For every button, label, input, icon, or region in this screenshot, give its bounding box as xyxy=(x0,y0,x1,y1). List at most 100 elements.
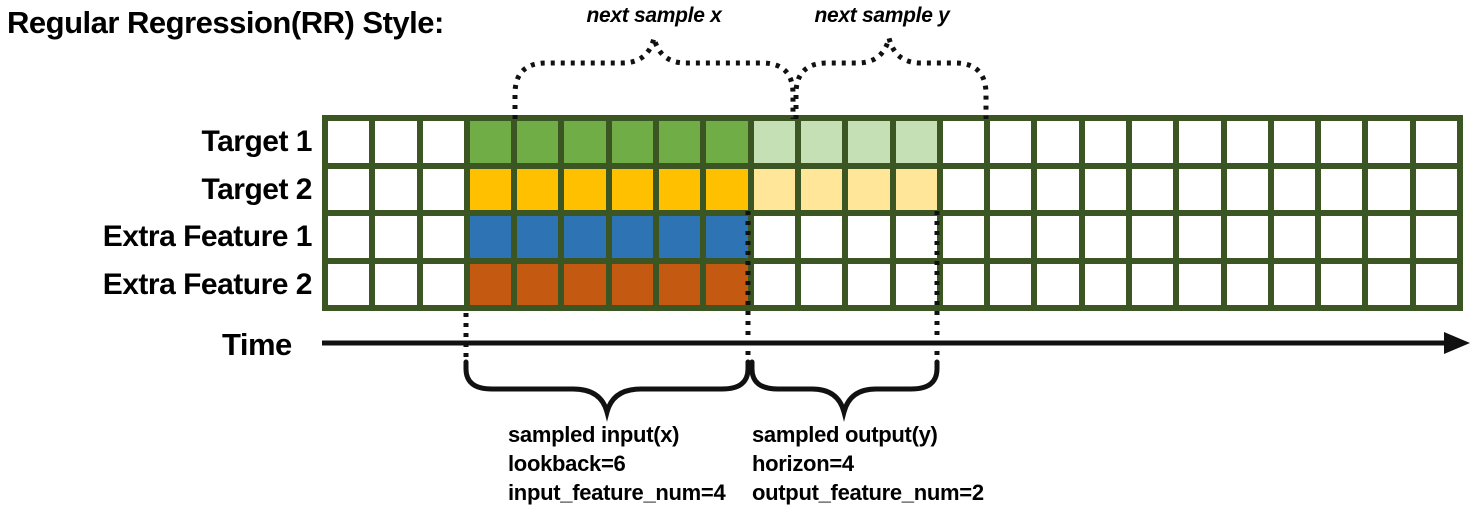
grid-cell xyxy=(1084,263,1126,305)
grid-cell xyxy=(1131,168,1174,210)
grid-cell xyxy=(800,263,843,305)
grid-cell xyxy=(564,263,606,305)
grid-cell xyxy=(942,263,985,305)
grid-cell xyxy=(1037,121,1079,163)
grid-cell xyxy=(1368,216,1410,258)
grid-cell xyxy=(800,121,843,163)
grid-cell xyxy=(659,121,701,163)
grid-cell xyxy=(990,263,1032,305)
grid-cell xyxy=(1273,263,1316,305)
grid-cell xyxy=(753,168,795,210)
grid-cell xyxy=(422,216,464,258)
grid-cell xyxy=(1084,121,1126,163)
grid-cell xyxy=(611,121,654,163)
grid-cell xyxy=(1226,216,1268,258)
grid-cell xyxy=(800,168,843,210)
grid-cell xyxy=(375,168,417,210)
grid-cell xyxy=(895,121,937,163)
grid-cell xyxy=(895,168,937,210)
grid-cell xyxy=(375,121,417,163)
sampled-output-brace xyxy=(749,359,940,422)
grid-cell xyxy=(1321,168,1363,210)
input-feature-num-value: input_feature_num=4 xyxy=(508,480,726,505)
grid-cell xyxy=(469,216,512,258)
grid-cell xyxy=(895,216,937,258)
grid-cell xyxy=(848,168,890,210)
grid-cell xyxy=(517,216,559,258)
sampled-input-brace xyxy=(463,359,751,422)
grid-cell xyxy=(1273,168,1316,210)
grid-cell xyxy=(1179,121,1221,163)
page-title: Regular Regression(RR) Style: xyxy=(7,5,444,40)
grid-cell xyxy=(942,168,985,210)
grid-cell xyxy=(1273,216,1316,258)
grid-cell xyxy=(517,263,559,305)
time-axis-arrowhead xyxy=(1444,332,1470,354)
grid-cell xyxy=(659,168,701,210)
grid-cell xyxy=(375,263,417,305)
grid xyxy=(322,115,1463,311)
output-feature-num-value: output_feature_num=2 xyxy=(752,480,984,505)
grid-cell xyxy=(706,121,748,163)
grid-cell xyxy=(1084,168,1126,210)
grid-cell xyxy=(706,263,748,305)
grid-cell xyxy=(328,168,370,210)
grid-cell xyxy=(1226,263,1268,305)
next-sample-x-label: next sample x xyxy=(586,4,722,27)
grid-cell xyxy=(517,168,559,210)
grid-cell xyxy=(611,216,654,258)
sampled-input-text: sampled input(x) lookback=6 input_featur… xyxy=(508,420,726,507)
grid-cell xyxy=(1037,263,1079,305)
sampled-output-title: sampled output(y) xyxy=(752,422,938,447)
row-label-extra-feature-2: Extra Feature 2 xyxy=(102,268,313,301)
grid-cell xyxy=(753,263,795,305)
grid-cell xyxy=(1179,263,1221,305)
grid-cell xyxy=(1321,216,1363,258)
grid-cell xyxy=(422,263,464,305)
grid-cell xyxy=(848,216,890,258)
grid-cell xyxy=(1131,216,1174,258)
grid-cell xyxy=(1415,121,1457,163)
grid-cell xyxy=(990,121,1032,163)
grid-cell xyxy=(422,168,464,210)
grid-cell xyxy=(1415,216,1457,258)
time-axis-label: Time xyxy=(222,327,292,362)
row-label-target-1: Target 1 xyxy=(201,125,313,158)
horizon-value: horizon=4 xyxy=(752,451,854,476)
grid-cell xyxy=(753,216,795,258)
grid-cell xyxy=(1321,263,1363,305)
grid-cell xyxy=(659,216,701,258)
grid-cell xyxy=(1179,168,1221,210)
grid-cell xyxy=(517,121,559,163)
grid-cell xyxy=(895,263,937,305)
sampled-input-title: sampled input(x) xyxy=(508,422,680,447)
row-label-extra-feature-1: Extra Feature 1 xyxy=(102,220,313,253)
sampled-output-text: sampled output(y) horizon=4 output_featu… xyxy=(752,420,984,507)
grid-cell xyxy=(611,263,654,305)
grid-cell xyxy=(848,263,890,305)
grid-cell xyxy=(1321,121,1363,163)
grid-cell xyxy=(1415,263,1457,305)
grid-cell xyxy=(1131,263,1174,305)
grid-cell xyxy=(611,168,654,210)
lookback-value: lookback=6 xyxy=(508,451,626,476)
next-sample-x-brace xyxy=(512,37,796,119)
grid-cell xyxy=(564,121,606,163)
grid-cell xyxy=(375,216,417,258)
grid-cell xyxy=(942,216,985,258)
grid-cell xyxy=(469,121,512,163)
grid-cell xyxy=(800,216,843,258)
grid-cell xyxy=(328,263,370,305)
grid-cell xyxy=(659,263,701,305)
grid-cell xyxy=(328,216,370,258)
grid-cell xyxy=(469,168,512,210)
grid-cell xyxy=(1179,216,1221,258)
grid-cell xyxy=(1368,263,1410,305)
grid-cell xyxy=(1415,168,1457,210)
grid-cell xyxy=(1226,121,1268,163)
grid-cell xyxy=(564,216,606,258)
grid-cell xyxy=(564,168,606,210)
row-label-target-2: Target 2 xyxy=(201,173,313,206)
grid-cell xyxy=(1037,168,1079,210)
